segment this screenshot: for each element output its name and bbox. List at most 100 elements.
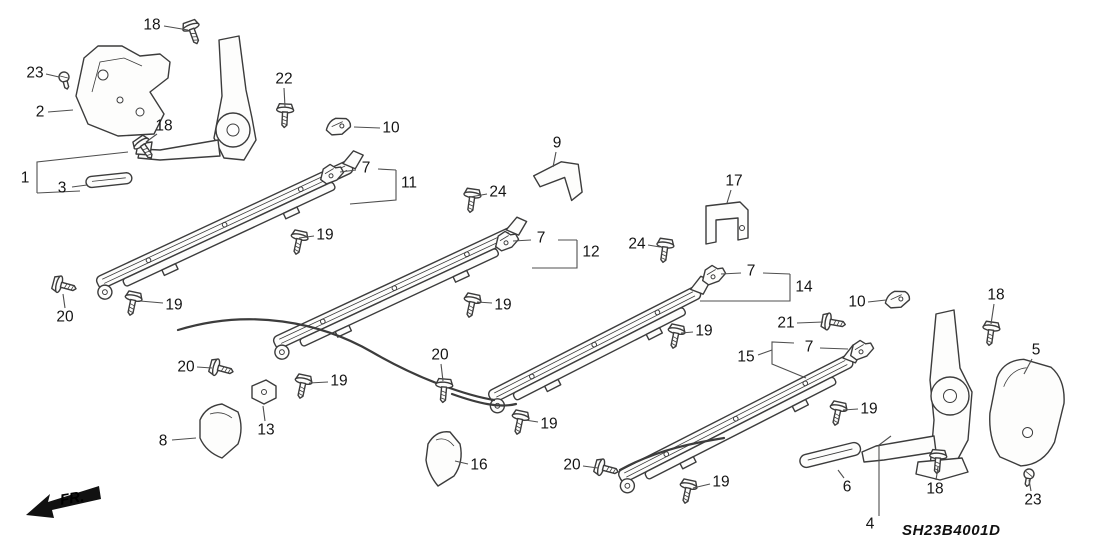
- screw-23-icon: [57, 70, 73, 92]
- connecting-rod: [450, 392, 518, 407]
- leader-line-14: [762, 272, 791, 275]
- callout-12: 12: [582, 243, 600, 261]
- bolt-19-icon: [286, 228, 310, 257]
- hook-10-icon: [323, 114, 354, 139]
- leader-line-19: [524, 419, 539, 423]
- bolt-22-icon: [275, 102, 295, 129]
- callout-20: 20: [177, 358, 195, 376]
- leader-line-24: [469, 193, 488, 198]
- leader-line-23: [45, 73, 60, 78]
- leader-line-18: [145, 133, 158, 143]
- bracket-17: [705, 201, 749, 245]
- cover-6: [799, 441, 862, 469]
- callout-18: 18: [143, 16, 161, 34]
- callout-10: 10: [848, 293, 866, 311]
- leader-line-14: [700, 274, 791, 302]
- callout-1: 1: [20, 169, 30, 187]
- leader-line-6: [837, 469, 845, 479]
- leader-line-20: [62, 293, 66, 309]
- callout-7: 7: [536, 229, 546, 247]
- callout-23: 23: [26, 64, 44, 82]
- leader-line-10: [353, 126, 381, 129]
- callout-24: 24: [489, 183, 507, 201]
- callout-24: 24: [628, 235, 646, 253]
- bolt-21-icon: [819, 311, 848, 334]
- callout-17: 17: [725, 172, 743, 190]
- callout-3: 3: [57, 179, 67, 197]
- leader-line-9: [552, 151, 557, 168]
- leader-line-24: [647, 244, 661, 248]
- callout-19: 19: [695, 322, 713, 340]
- callout-13: 13: [257, 421, 275, 439]
- callout-19: 19: [330, 372, 348, 390]
- callout-18: 18: [926, 480, 944, 498]
- leader-line-19: [139, 300, 164, 304]
- callout-7: 7: [804, 338, 814, 356]
- leader-line-2: [47, 109, 74, 113]
- callout-22: 22: [275, 70, 293, 88]
- leader-line-17: [726, 189, 732, 204]
- callout-5: 5: [1031, 341, 1041, 359]
- callout-19: 19: [540, 415, 558, 433]
- rear-rod: [618, 436, 726, 472]
- leader-line-20: [196, 366, 213, 369]
- adjuster-rod: [176, 318, 496, 402]
- bolt-20-icon: [207, 356, 236, 381]
- cover-3: [85, 172, 133, 189]
- callout-16: 16: [470, 456, 488, 474]
- leader-lines: [36, 25, 1033, 516]
- leader-line-10: [867, 299, 887, 303]
- fr-arrow: [26, 486, 101, 518]
- leader-line-18: [935, 466, 939, 481]
- callout-20: 20: [563, 456, 581, 474]
- bolt-19-icon: [507, 408, 531, 437]
- seat-rail-14: [488, 275, 712, 414]
- leader-line-16: [454, 460, 469, 465]
- leader-line-11: [377, 168, 397, 171]
- leader-line-15: [771, 350, 807, 379]
- leader-line-7: [819, 347, 849, 350]
- cover-8: [199, 403, 242, 459]
- leader-line-3: [71, 184, 88, 188]
- bolt-19-icon: [675, 477, 699, 506]
- callout-20: 20: [56, 308, 74, 326]
- callout-19: 19: [494, 296, 512, 314]
- bolt-20-icon: [50, 273, 79, 298]
- callout-18: 18: [987, 286, 1005, 304]
- callout-6: 6: [842, 478, 852, 496]
- callout-20: 20: [431, 346, 449, 364]
- leader-line-23: [1028, 479, 1032, 492]
- callout-8: 8: [158, 432, 168, 450]
- bolt-19-icon: [120, 289, 144, 318]
- callout-15: 15: [737, 348, 755, 366]
- leader-line-11: [349, 170, 397, 205]
- callout-18: 18: [155, 117, 173, 135]
- bolt-20-icon: [592, 456, 621, 481]
- leader-line-1: [36, 151, 129, 193]
- bolt-18-icon: [180, 17, 206, 48]
- part-code-label: SH23B4001D: [902, 522, 1001, 539]
- leader-line-19: [842, 408, 859, 411]
- seat-rail-11: [95, 150, 364, 300]
- bolt-19-icon: [459, 291, 483, 320]
- leader-line-1: [36, 190, 81, 194]
- bolt-20-icon: [433, 377, 454, 404]
- bolt-19-icon: [825, 399, 849, 428]
- bolt-24-icon: [460, 187, 483, 215]
- leader-line-12: [532, 240, 578, 269]
- leader-line-5: [1023, 358, 1033, 375]
- callout-19: 19: [712, 473, 730, 491]
- callout-7: 7: [361, 159, 371, 177]
- riser-plate-2: [75, 45, 171, 137]
- callout-11: 11: [400, 174, 418, 192]
- leader-line-21: [796, 321, 824, 324]
- screw-23-icon: [1021, 467, 1036, 488]
- recliner-right: [861, 309, 973, 481]
- leader-line-19: [692, 483, 711, 489]
- leader-line-7: [720, 272, 742, 275]
- leader-line-4: [878, 435, 892, 516]
- leader-line-13: [262, 405, 266, 422]
- recliner-left: [135, 35, 257, 161]
- leader-line-7: [339, 169, 357, 173]
